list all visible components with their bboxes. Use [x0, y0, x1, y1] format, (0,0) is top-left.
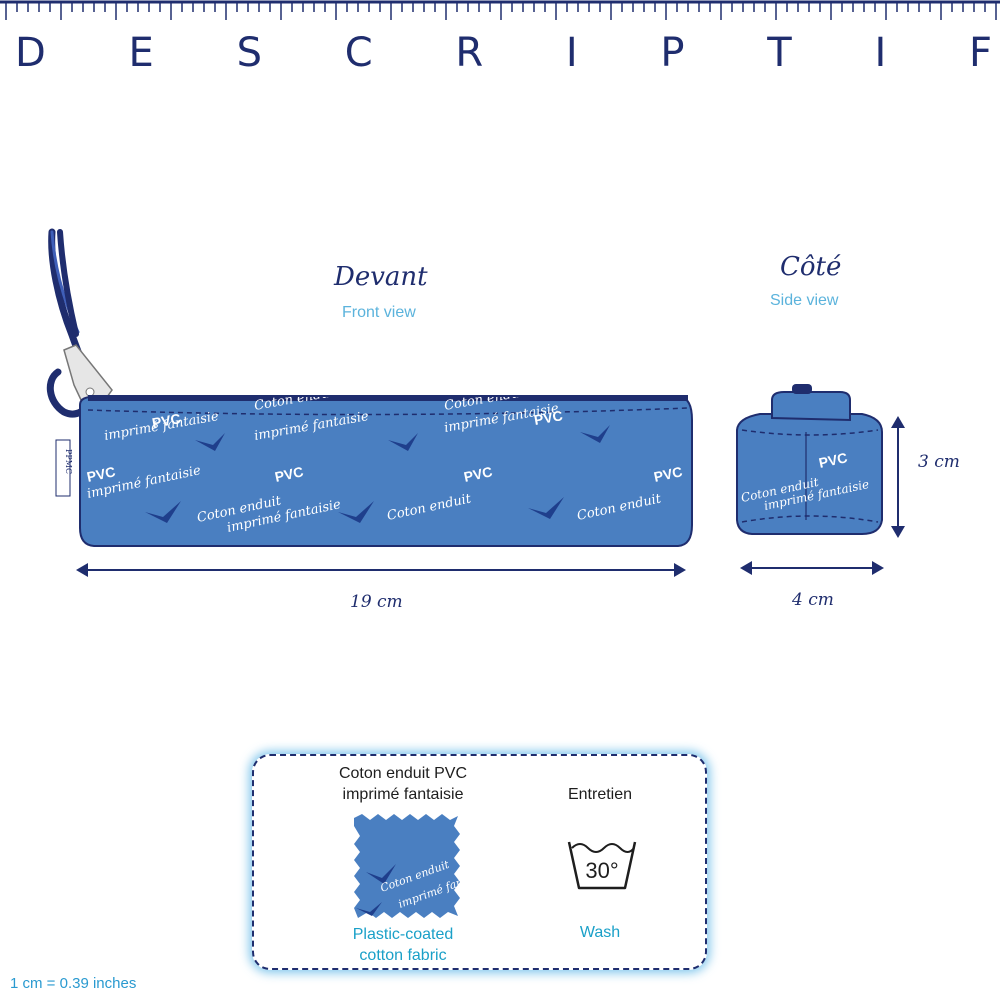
- brand-tag-text: PPMC: [64, 449, 73, 474]
- title-letter: I: [565, 30, 578, 76]
- descriptif-title: D E S C R I P T I F: [0, 30, 1000, 80]
- print-text-bold: PVC: [85, 463, 116, 485]
- front-view-subtitle: Front view: [342, 304, 416, 321]
- fabric-label-line1: Coton enduit PVC: [338, 765, 468, 782]
- side-width-label: 4 cm: [792, 590, 834, 610]
- front-width-dimension: [76, 563, 686, 577]
- print-text-bold: PVC: [652, 463, 683, 485]
- ruler-strip: [0, 0, 1000, 20]
- wash-temperature: 30°: [585, 858, 618, 883]
- title-letter: S: [236, 30, 262, 76]
- title-letter: T: [767, 30, 792, 76]
- title-letter: I: [874, 30, 887, 76]
- print-text-bold: PVC: [273, 463, 304, 485]
- brand-tag: PPMC: [55, 439, 73, 497]
- side-height-label: 3 cm: [918, 452, 960, 472]
- front-width-label: 19 cm: [350, 592, 403, 612]
- side-view-body: PVC Coton enduit imprimé fantaisie: [736, 384, 883, 535]
- print-text-bold: PVC: [151, 410, 182, 431]
- side-view-title: Côté: [780, 252, 842, 282]
- title-letter: F: [968, 30, 992, 76]
- care-title: Entretien: [567, 786, 633, 803]
- fabric-english-line1: Plastic-coated: [352, 926, 454, 943]
- side-width-dimension: [740, 561, 884, 575]
- title-letter: P: [660, 30, 685, 76]
- unit-conversion-note: 1 cm = 0.39 inches: [10, 975, 137, 992]
- side-view-subtitle: Side view: [770, 292, 839, 309]
- front-view-title: Devant: [334, 262, 428, 292]
- side-height-dimension: [891, 416, 905, 538]
- print-text-bold: PVC: [533, 407, 564, 428]
- print-text-bold: PVC: [817, 449, 848, 471]
- title-letter: C: [344, 30, 373, 76]
- pencil-case-illustration: Coton enduit imprimé fantaisie Coton end…: [46, 228, 905, 577]
- fabric-label-line2: imprimé fantaisie: [342, 786, 464, 803]
- title-letter: R: [455, 30, 484, 76]
- title-letter: E: [128, 30, 154, 76]
- front-view-body: Coton enduit imprimé fantaisie Coton end…: [79, 395, 693, 547]
- fabric-english-line2: cotton fabric: [359, 947, 447, 964]
- print-text-bold: PVC: [462, 463, 493, 485]
- fabric-swatch-icon: Coton enduit imprimé fantaisie: [354, 814, 464, 918]
- care-english: Wash: [579, 924, 621, 941]
- title-letter: D: [15, 30, 46, 76]
- wash-30-icon: 30°: [567, 841, 637, 890]
